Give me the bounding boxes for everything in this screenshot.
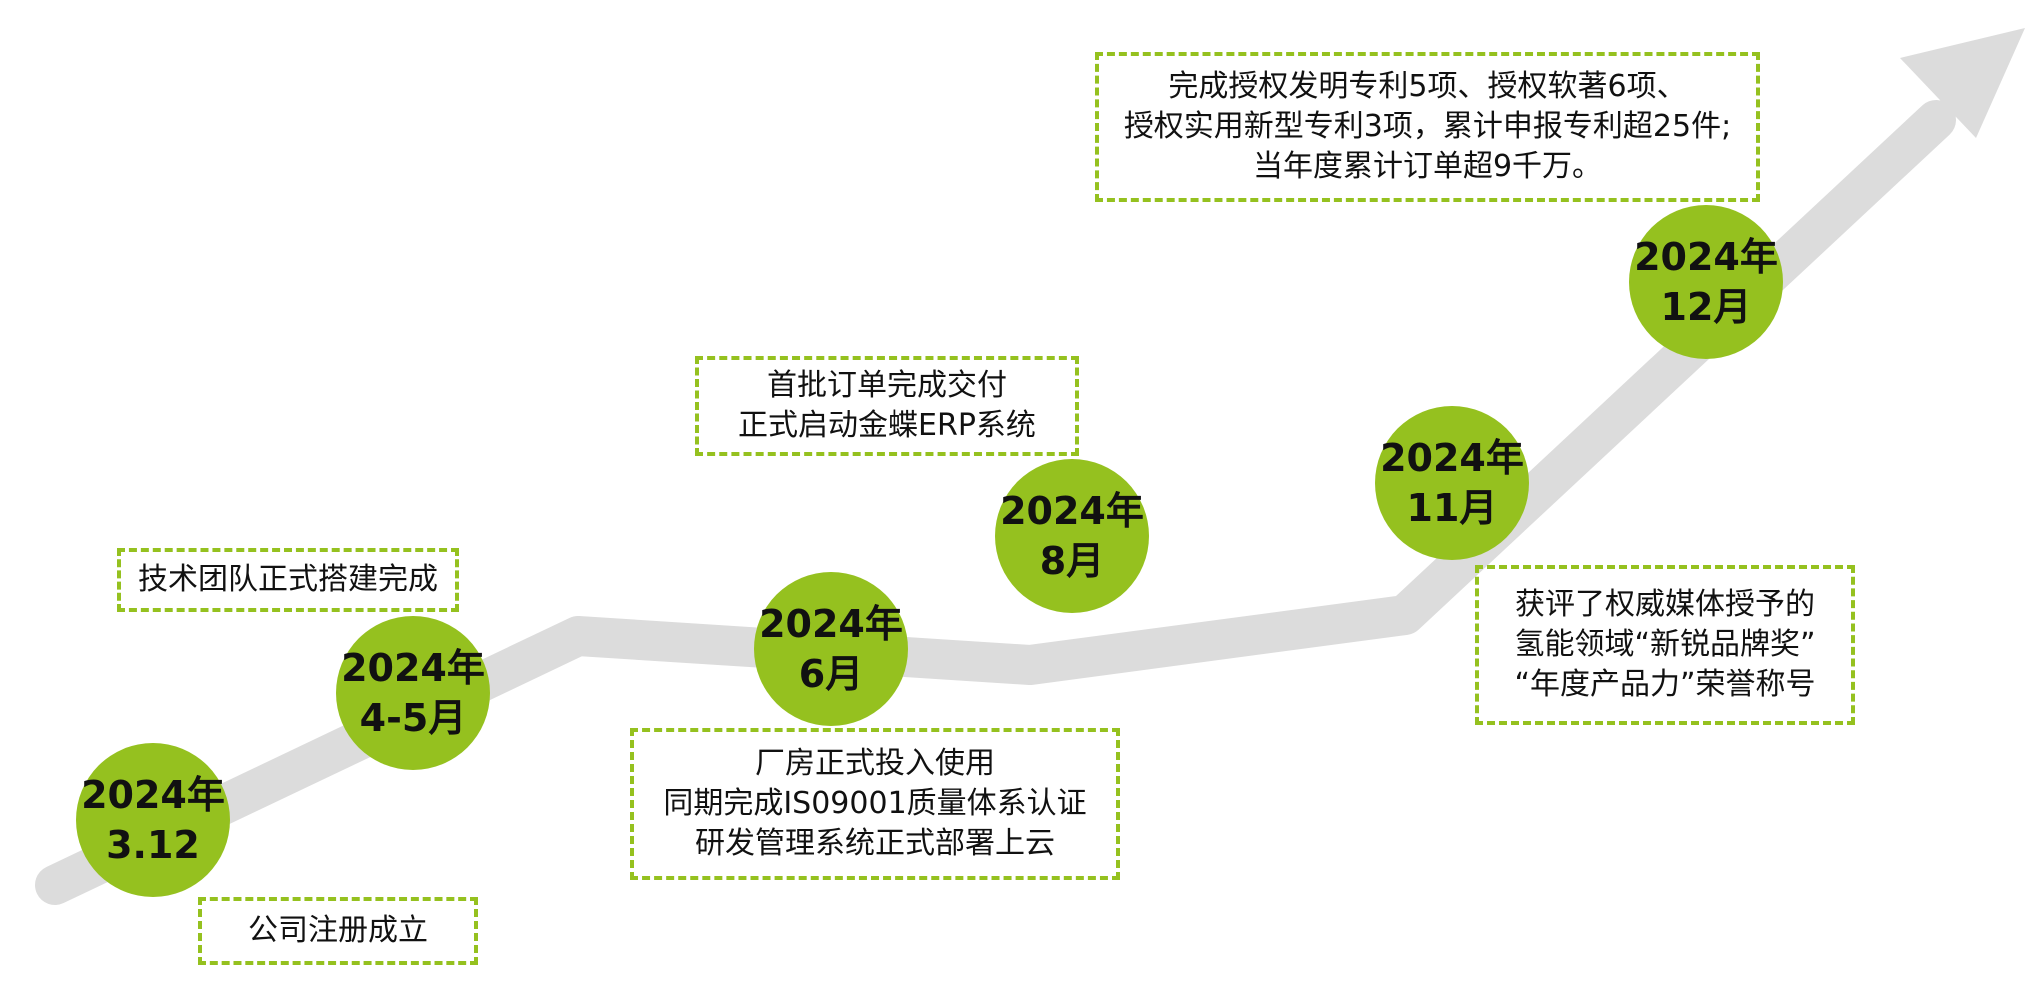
event-note-first-order: 首批订单完成交付 正式启动金蝶ERP系统 — [695, 356, 1079, 456]
note-line: 获评了权威媒体授予的 — [1515, 587, 1815, 622]
milestone-date: 11月 — [1406, 486, 1498, 530]
note-line: 完成授权发明专利5项、授权软著6项、 — [1168, 69, 1687, 104]
milestone-year: 2024年 — [1380, 436, 1524, 480]
milestone-year: 2024年 — [1000, 489, 1144, 533]
milestone-year: 2024年 — [759, 602, 903, 646]
milestone-year: 2024年 — [1634, 235, 1778, 279]
milestone-year: 2024年 — [341, 646, 485, 690]
note-line: 研发管理系统正式部署上云 — [695, 826, 1055, 861]
milestone-date: 8月 — [1039, 539, 1105, 583]
milestone-date: 4-5月 — [359, 696, 467, 740]
event-note-factory: 厂房正式投入使用 同期完成IS09001质量体系认证 研发管理系统正式部署上云 — [630, 728, 1120, 880]
event-note-award: 获评了权威媒体授予的 氢能领域“新锐品牌奖” “年度产品力”荣誉称号 — [1475, 565, 1855, 725]
note-line: 首批订单完成交付 — [767, 368, 1007, 403]
milestone-2024-08: 2024年 8月 — [995, 459, 1149, 613]
milestone-2024-03-12: 2024年 3.12 — [76, 743, 230, 897]
milestone-date: 3.12 — [106, 823, 200, 867]
milestone-date: 12月 — [1660, 285, 1752, 329]
milestone-year: 2024年 — [81, 773, 225, 817]
event-note-patents: 完成授权发明专利5项、授权软著6项、 授权实用新型专利3项，累计申报专利超25件… — [1095, 52, 1760, 202]
note-line: 正式启动金蝶ERP系统 — [738, 408, 1036, 443]
note-line: “年度产品力”荣誉称号 — [1514, 667, 1816, 702]
milestone-date: 6月 — [798, 652, 864, 696]
note-line: 氢能领域“新锐品牌奖” — [1514, 627, 1816, 662]
event-note-company-registered: 公司注册成立 — [198, 897, 478, 965]
milestone-2024-11: 2024年 11月 — [1375, 406, 1529, 560]
milestone-2024-04-05: 2024年 4-5月 — [336, 616, 490, 770]
note-line: 授权实用新型专利3项，累计申报专利超25件; — [1123, 109, 1732, 144]
milestone-2024-06: 2024年 6月 — [754, 572, 908, 726]
note-line: 技术团队正式搭建完成 — [138, 562, 438, 597]
note-line: 同期完成IS09001质量体系认证 — [663, 786, 1087, 821]
milestone-2024-12: 2024年 12月 — [1629, 205, 1783, 359]
note-line: 厂房正式投入使用 — [755, 746, 995, 781]
note-line: 公司注册成立 — [248, 913, 428, 948]
arrow-head-icon — [1900, 28, 2025, 138]
event-note-tech-team: 技术团队正式搭建完成 — [117, 548, 459, 612]
note-line: 当年度累计订单超9千万。 — [1252, 149, 1603, 184]
